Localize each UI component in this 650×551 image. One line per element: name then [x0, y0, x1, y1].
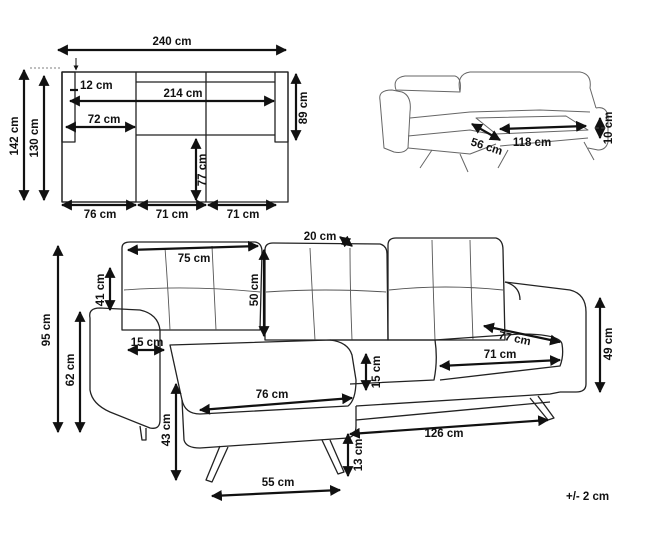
label-backrest-height: 41 cm: [95, 274, 107, 307]
plan-outline: [30, 67, 289, 203]
tuft-middle: [265, 247, 387, 341]
plan-left-arm: [61, 71, 76, 143]
right-arm: [504, 281, 587, 393]
persp-seat-front: [407, 129, 491, 137]
left-arm: [89, 307, 161, 429]
sofa-base: [355, 391, 561, 407]
persp-left-arm: [379, 89, 411, 153]
persp-right-arm: [587, 107, 609, 151]
label-side-arm-height: 49 cm: [603, 328, 615, 361]
label-persp-length: 118 cm: [513, 137, 551, 149]
persp-right-back: [458, 71, 597, 109]
dim-line-front-chaise-width: [198, 393, 354, 415]
leg-front-right: [321, 439, 345, 475]
label-front-armrest-width: 15 cm: [131, 337, 164, 349]
label-base-length: 126 cm: [424, 428, 463, 440]
label-total-height: 95 cm: [41, 314, 53, 347]
label-front-seat-width: 71 cm: [484, 349, 517, 361]
dim-line-persp-depth: [471, 123, 501, 141]
dim-line-front-seat-width: [438, 355, 562, 371]
label-back-cushion-width: 75 cm: [178, 253, 211, 265]
dim-line-base-length: [348, 415, 550, 439]
label-seat-depth: 77 cm: [197, 154, 209, 187]
dim-line-back-cushion-width: [126, 240, 260, 256]
dim-line-front-seat-depth: [482, 322, 562, 346]
persp-left-back: [394, 75, 461, 93]
front-outline: [89, 237, 587, 483]
label-chaise-length: 130 cm: [29, 118, 41, 157]
left-arm-leg: [139, 425, 147, 441]
label-persp-height: 10 cm: [603, 112, 615, 145]
leg-back-right: [529, 395, 555, 421]
label-seat-width-middle: 71 cm: [156, 209, 189, 221]
label-leg-span: 55 cm: [262, 477, 295, 489]
label-sofa-depth: 89 cm: [298, 92, 310, 125]
label-seat-height: 43 cm: [161, 414, 173, 447]
dim-line-persp-length: [498, 120, 588, 135]
label-chaise-width: 76 cm: [84, 209, 117, 221]
label-front-chaise-width: 76 cm: [256, 389, 289, 401]
back-cushion-middle: [264, 242, 389, 341]
persp-legs: [419, 141, 595, 173]
label-armrest-width: 12 cm: [80, 80, 113, 92]
perspective-view: 56 cm 118 cm 10 cm: [379, 71, 615, 173]
label-cushion-depth: 20 cm: [304, 231, 337, 243]
chaise-cushion: [169, 339, 357, 415]
persp-seat-back: [409, 109, 591, 119]
front-view: 20 cm 75 cm 95 cm 41 cm 50 cm 15 cm 62 c…: [41, 231, 615, 502]
dim-line-cushion-depth: [339, 235, 353, 248]
dim-line-leg-span: [210, 484, 342, 502]
label-inner-width: 214 cm: [163, 88, 202, 100]
persp-base-front: [407, 143, 497, 155]
label-leg-height: 13 cm: [353, 439, 365, 472]
label-seat-width-right: 71 cm: [227, 209, 260, 221]
tolerance-note: +/- 2 cm: [566, 491, 609, 503]
leg-front-left: [205, 445, 229, 483]
plan-right-arm: [274, 71, 289, 143]
label-armrest-height: 62 cm: [65, 354, 77, 387]
persp-bed-platform: [475, 115, 589, 135]
persp-base-right: [499, 137, 589, 147]
label-chaise-seat-depth: 72 cm: [88, 114, 121, 126]
plan-view: 240 cm 12 cm 214 cm 72 cm 89 cm 142 cm 1…: [9, 36, 310, 221]
label-seat-cushion-height: 15 cm: [371, 356, 383, 389]
label-total-width: 240 cm: [152, 36, 191, 48]
label-total-depth: 142 cm: [9, 116, 21, 155]
back-cushion-right: [387, 237, 506, 341]
label-back-cushion-height: 50 cm: [249, 274, 261, 307]
right-arm-inner: [504, 281, 521, 301]
label-front-seat-depth: 77 cm: [497, 330, 531, 349]
tuft-right: [388, 239, 504, 341]
